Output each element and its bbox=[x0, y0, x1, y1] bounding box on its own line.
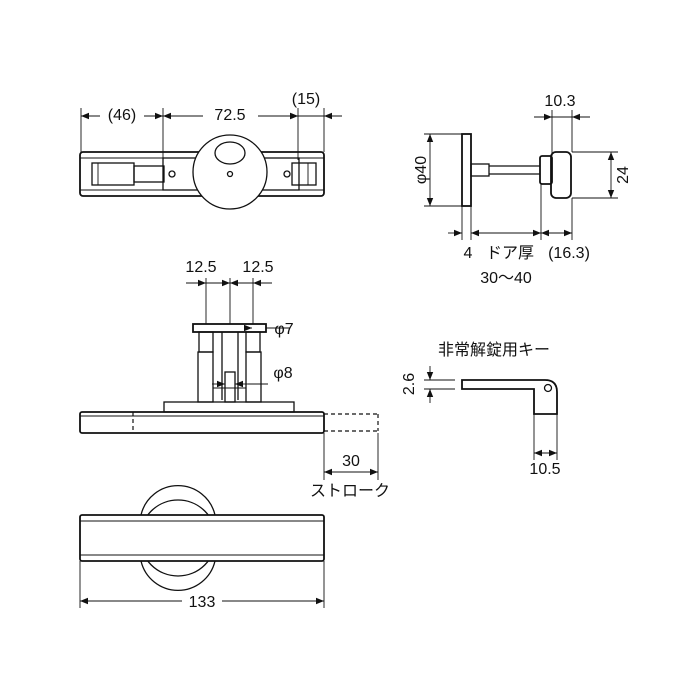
side-view: φ40 10.3 24 4 ドア厚 30〜40 (16.3) bbox=[413, 93, 632, 287]
dim-stroke-label: ストローク bbox=[310, 482, 390, 500]
top-view: (46) 72.5 (15) bbox=[79, 91, 342, 210]
dim-stroke-value: 30 bbox=[342, 453, 360, 470]
emergency-key: 非常解錠用キー 2.6 10.5 bbox=[401, 341, 561, 478]
front-view: 12.5 12.5 φ7 φ8 bbox=[79, 259, 390, 500]
dim-key-width: 10.5 bbox=[529, 461, 560, 478]
dim-bottom-length: 133 bbox=[189, 594, 216, 611]
dim-top-left-gap: (46) bbox=[108, 107, 136, 124]
dim-side-knob-width: 10.3 bbox=[544, 93, 575, 110]
dim-side-knob-depth: (16.3) bbox=[548, 245, 590, 262]
dim-key-thickness: 2.6 bbox=[401, 373, 418, 395]
dim-mid-left: 12.5 bbox=[185, 259, 216, 276]
dim-mid-right: 12.5 bbox=[242, 259, 273, 276]
dim-mid-phi7: φ7 bbox=[274, 321, 293, 338]
dim-side-door-thickness: ドア厚 bbox=[486, 245, 534, 262]
dim-top-center: 72.5 bbox=[214, 107, 245, 124]
dim-top-right-gap: (15) bbox=[292, 91, 320, 108]
dim-side-door-range: 30〜40 bbox=[480, 270, 532, 287]
dim-side-diameter: φ40 bbox=[413, 156, 430, 184]
dim-side-plate: 4 bbox=[464, 245, 473, 262]
key-label: 非常解錠用キー bbox=[438, 341, 550, 359]
bottom-view: 133 bbox=[79, 485, 325, 611]
dim-mid-phi8: φ8 bbox=[273, 365, 292, 382]
dim-side-height: 24 bbox=[615, 166, 632, 184]
